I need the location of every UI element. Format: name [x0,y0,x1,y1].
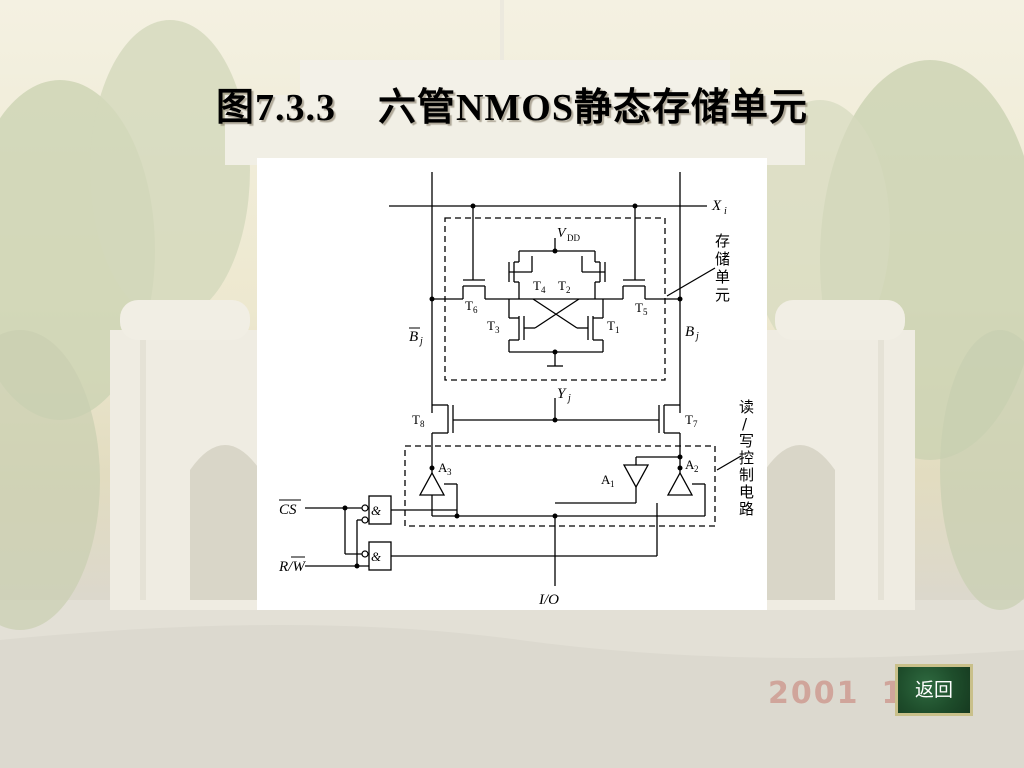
label-a3: A [438,460,448,475]
label-rw-control-3: 写 [739,432,754,450]
label-bj-bar: B [409,329,418,345]
label-rw-control-1: 读 [739,398,754,416]
label-t3-sub: 3 [495,325,500,335]
label-t1-sub: 1 [615,325,620,335]
label-storage-cell-2: 储 [715,250,730,268]
return-button[interactable]: 返回 [895,664,973,716]
label-rw: R/W [278,559,306,575]
label-xi-sub: i [724,206,727,217]
label-t7: T [685,412,693,427]
label-t2-sub: 2 [566,285,571,295]
label-t2: T [558,278,566,293]
label-storage-cell-3: 单 [715,268,730,286]
label-t1: T [607,318,615,333]
label-t4-sub: 4 [541,285,546,295]
label-rw-control-6: 电 [739,483,754,501]
date-year: 2001 [768,676,860,711]
label-rw-control-4: 控 [739,449,754,467]
label-and-gate-2: & [371,549,382,564]
title-number: 图7.3.3 [215,87,336,129]
label-rw-control-5: 制 [739,466,754,484]
label-rw-control-7: 路 [739,500,754,518]
label-yj: Y [557,386,567,402]
label-t8-sub: 8 [420,419,425,429]
label-xi: X [711,198,722,214]
label-t7-sub: 7 [693,419,698,429]
label-vdd-sub: DD [567,233,580,243]
label-t6-sub: 6 [473,305,478,315]
label-t5: T [635,300,643,315]
label-a2: A [685,457,695,472]
circuit-diagram: X i V DD 存 储 单 元 B j B j T 6 T 5 T 4 T 2… [278,172,754,608]
label-t6: T [465,298,473,313]
label-io: I/O [538,592,559,608]
label-t3: T [487,318,495,333]
label-cs: CS [279,502,297,518]
label-bj: B [685,324,694,340]
label-bj-sub: j [694,331,699,342]
circuit-diagram-panel: X i V DD 存 储 单 元 B j B j T 6 T 5 T 4 T 2… [257,158,767,610]
label-a3-sub: 3 [447,467,452,477]
slide-title: 图7.3.3 六管NMOS静态存储单元 [0,76,1024,131]
title-text: 六管NMOS静态存储单元 [378,87,809,129]
label-a2-sub: 2 [694,464,699,474]
label-vdd: V [557,226,567,241]
label-bj-bar-sub: j [418,336,423,347]
label-yj-sub: j [566,393,571,404]
label-storage-cell-4: 元 [715,286,730,304]
label-storage-cell-1: 存 [715,232,730,250]
label-and-gate-1: & [371,503,382,518]
label-t8: T [412,412,420,427]
label-t5-sub: 5 [643,307,648,317]
label-a1: A [601,472,611,487]
label-t4: T [533,278,541,293]
label-a1-sub: 1 [610,479,615,489]
label-rw-control-2: / [742,415,748,433]
